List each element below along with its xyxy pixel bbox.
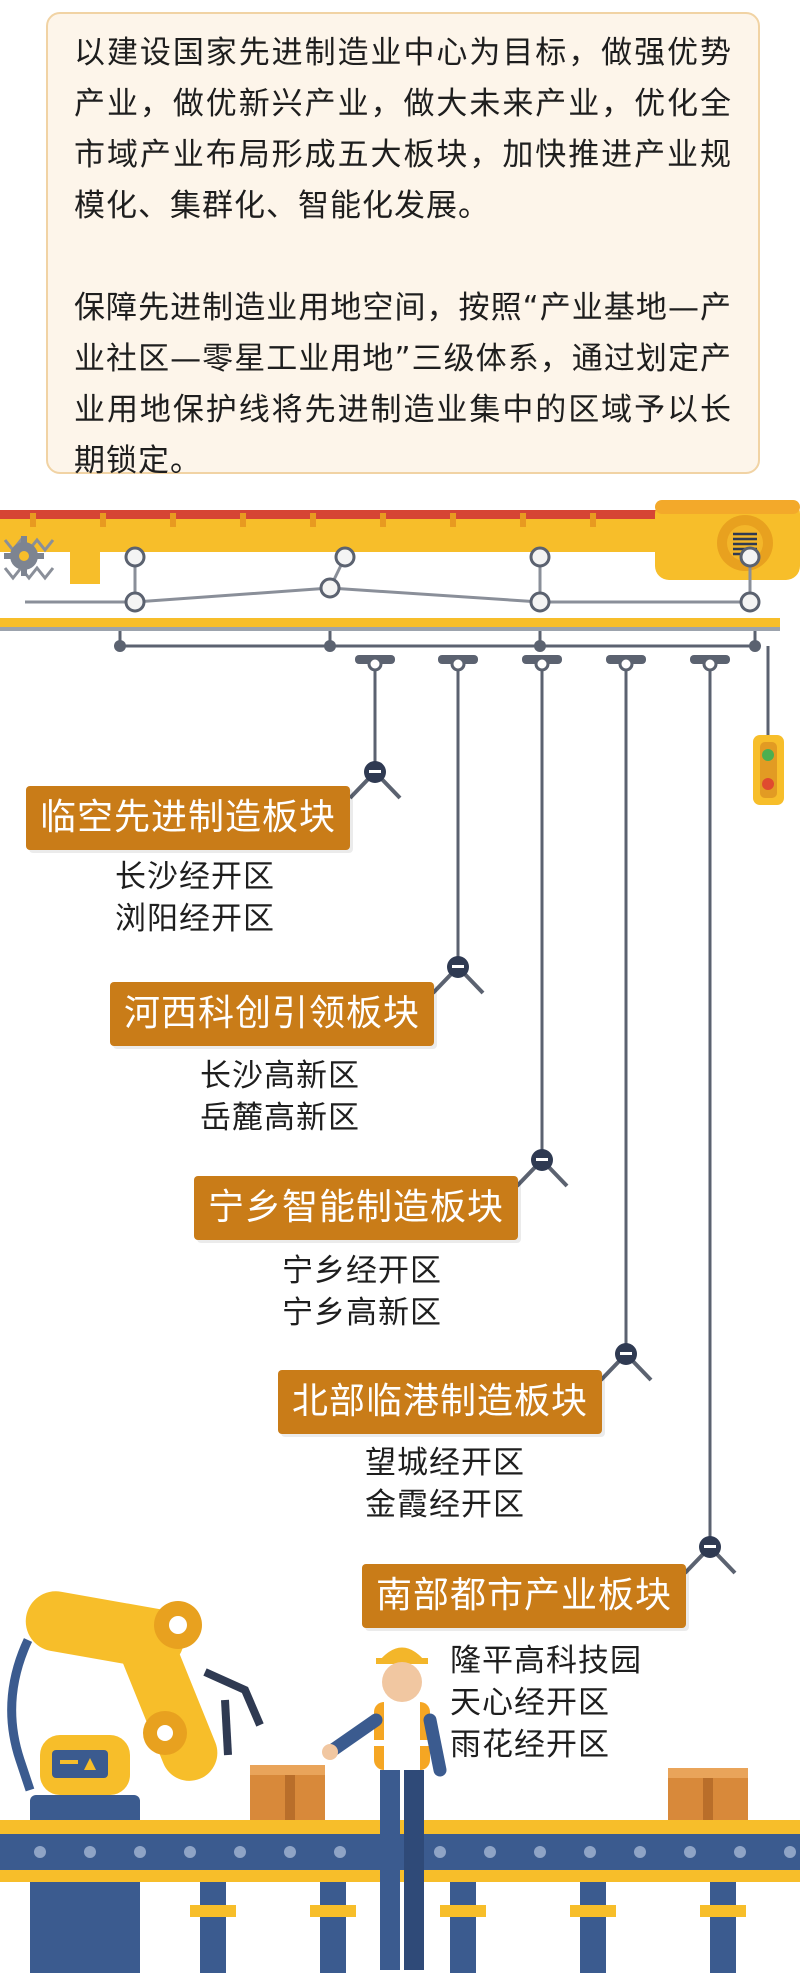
zone-list-1: 长沙经开区 浏阳经开区 [115, 856, 275, 940]
zone-item: 宁乡经开区 [282, 1253, 442, 1289]
zone-item: 长沙经开区 [115, 859, 275, 895]
zone-item: 岳麓高新区 [200, 1100, 360, 1136]
hanging-cables [348, 655, 737, 1575]
zone-list-4: 望城经开区 金霞经开区 [365, 1442, 525, 1526]
zone-list-5: 隆平高科技园 天心经开区 雨花经开区 [450, 1640, 642, 1766]
sector-title-5: 南部都市产业板块 [362, 1564, 687, 1628]
zone-item: 浏阳经开区 [115, 901, 275, 937]
sector-title-4: 北部临港制造板块 [278, 1370, 603, 1434]
hook-icon [683, 1536, 737, 1575]
zone-list-2: 长沙高新区 岳麓高新区 [200, 1055, 360, 1139]
zone-item: 宁乡高新区 [282, 1295, 442, 1331]
sector-title-2: 河西科创引领板块 [110, 982, 435, 1046]
zone-item: 金霞经开区 [365, 1487, 525, 1523]
intro-paragraph-2: 保障先进制造业用地空间，按照“产业基地—产业社区—零星工业用地”三级体系，通过划… [74, 290, 732, 479]
zone-item: 雨花经开区 [450, 1727, 610, 1763]
intro-text-box: 以建设国家先进制造业中心为目标，做强优势产业，做优新兴产业，做大未来产业，优化全… [46, 12, 760, 479]
hook-icon [431, 956, 485, 995]
zone-list-3: 宁乡经开区 宁乡高新区 [282, 1250, 442, 1334]
hook-icon [515, 1149, 569, 1188]
overhead-gantry [0, 500, 800, 652]
box-icon [668, 1768, 748, 1820]
zone-item: 隆平高科技园 [450, 1643, 642, 1679]
hook-icon [599, 1343, 653, 1382]
gear-icon [4, 536, 44, 576]
zone-item: 望城经开区 [365, 1445, 525, 1481]
traffic-light-icon [753, 646, 784, 805]
intro-paragraph-1: 以建设国家先进制造业中心为目标，做强优势产业，做优新兴产业，做大未来产业，优化全… [74, 35, 732, 224]
box-icon [250, 1765, 325, 1820]
hook-icon [348, 761, 402, 800]
zone-item: 天心经开区 [450, 1685, 610, 1721]
zone-item: 长沙高新区 [200, 1058, 360, 1094]
worker-icon [322, 1647, 447, 1970]
sector-title-3: 宁乡智能制造板块 [194, 1176, 519, 1240]
sector-title-1: 临空先进制造板块 [26, 786, 351, 850]
motor-fan-icon [717, 515, 773, 571]
